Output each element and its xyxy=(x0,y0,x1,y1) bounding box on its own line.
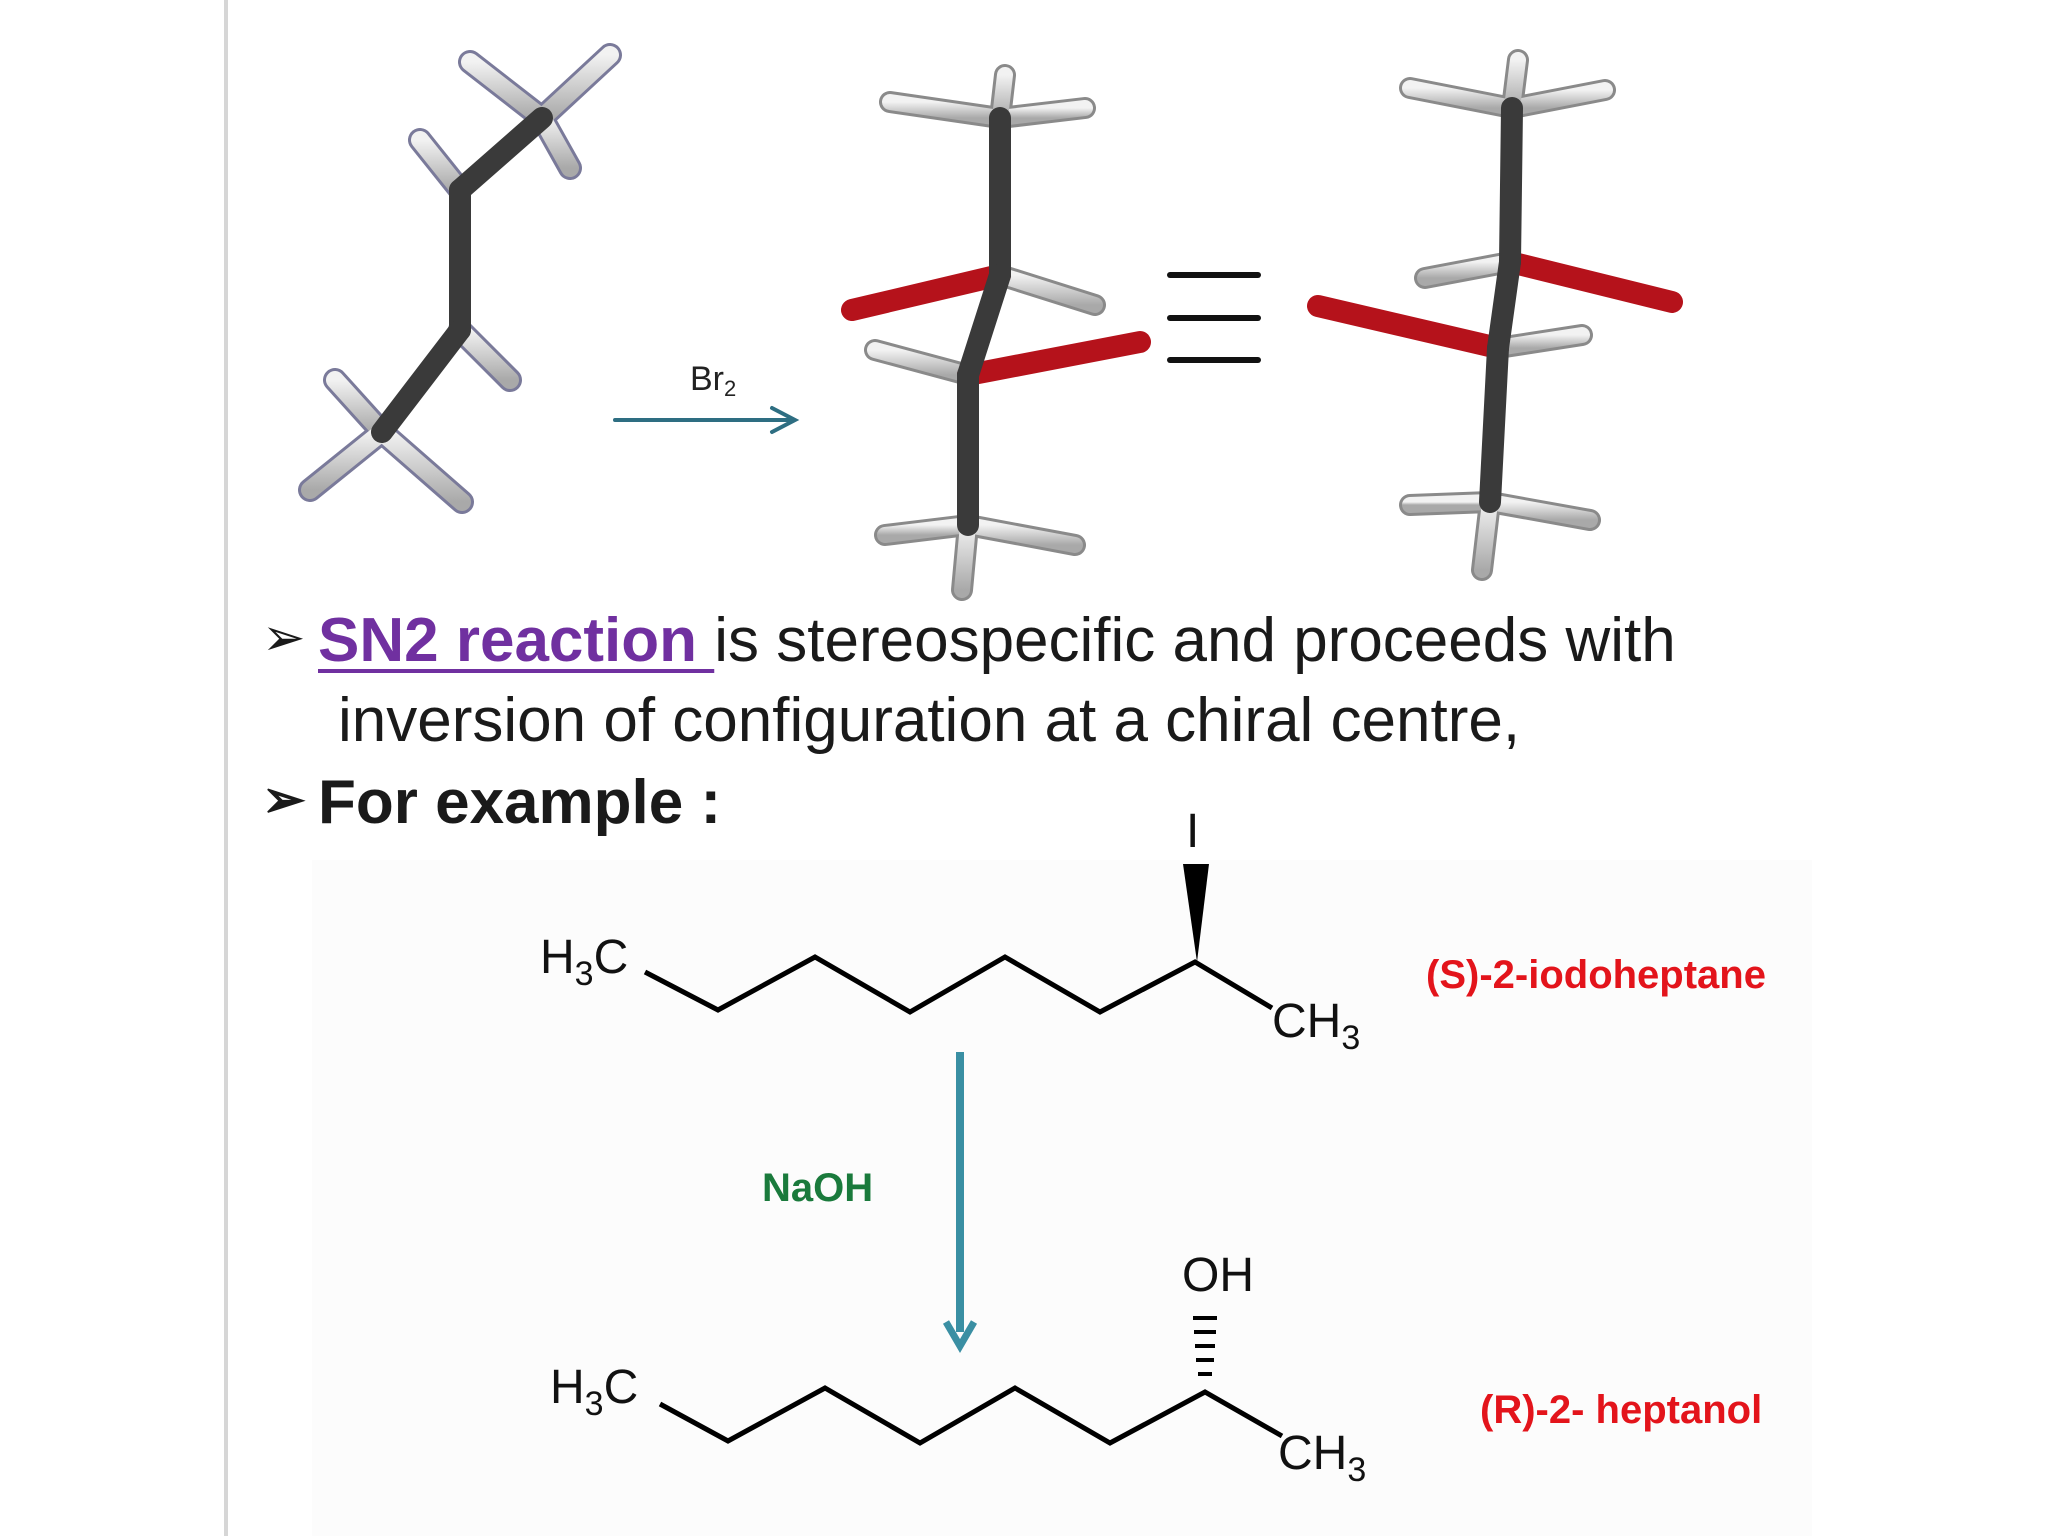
product-name: (R)-2- heptanol xyxy=(1480,1388,1763,1432)
reactant-ch3-label: CH3 xyxy=(1272,995,1361,1057)
product-ch3-label: CH3 xyxy=(1278,1427,1367,1489)
naoh-reagent: NaOH xyxy=(762,1166,874,1210)
bullet-sn2: ➢SN2 reaction is stereospecific and proc… xyxy=(262,610,1676,672)
bullet-example: ➢For example : xyxy=(262,772,721,834)
bullet-text: For example : xyxy=(318,768,722,837)
reactant-h3c-label: H3C xyxy=(540,931,629,993)
arrow-bullet-icon: ➢ xyxy=(262,771,306,829)
reaction-3d-scheme xyxy=(298,43,1683,601)
product-oh-label: OH xyxy=(1182,1249,1254,1302)
equivalence-sign xyxy=(1167,272,1261,363)
bullet-text: inversion of configuration at a chiral c… xyxy=(338,686,1521,755)
butane-model xyxy=(298,43,622,514)
bullet-text: is stereospecific and proceeds with xyxy=(714,606,1676,675)
reactant-iodine-label: I xyxy=(1186,805,1200,858)
reactant-name: (S)-2-iodoheptane xyxy=(1426,953,1766,997)
sn2-reaction-link[interactable]: SN2 reaction xyxy=(318,606,715,675)
reagent-br2: Br2 xyxy=(690,360,737,401)
dibromobutane-model-1 xyxy=(841,64,1151,601)
left-border xyxy=(224,0,228,1536)
arrow-bullet-icon: ➢ xyxy=(262,609,306,667)
dibromobutane-model-2 xyxy=(1307,49,1683,581)
br2-arrow xyxy=(613,406,800,434)
bullet-continuation: inversion of configuration at a chiral c… xyxy=(338,690,1520,752)
product-h3c-label: H3C xyxy=(550,1361,639,1423)
